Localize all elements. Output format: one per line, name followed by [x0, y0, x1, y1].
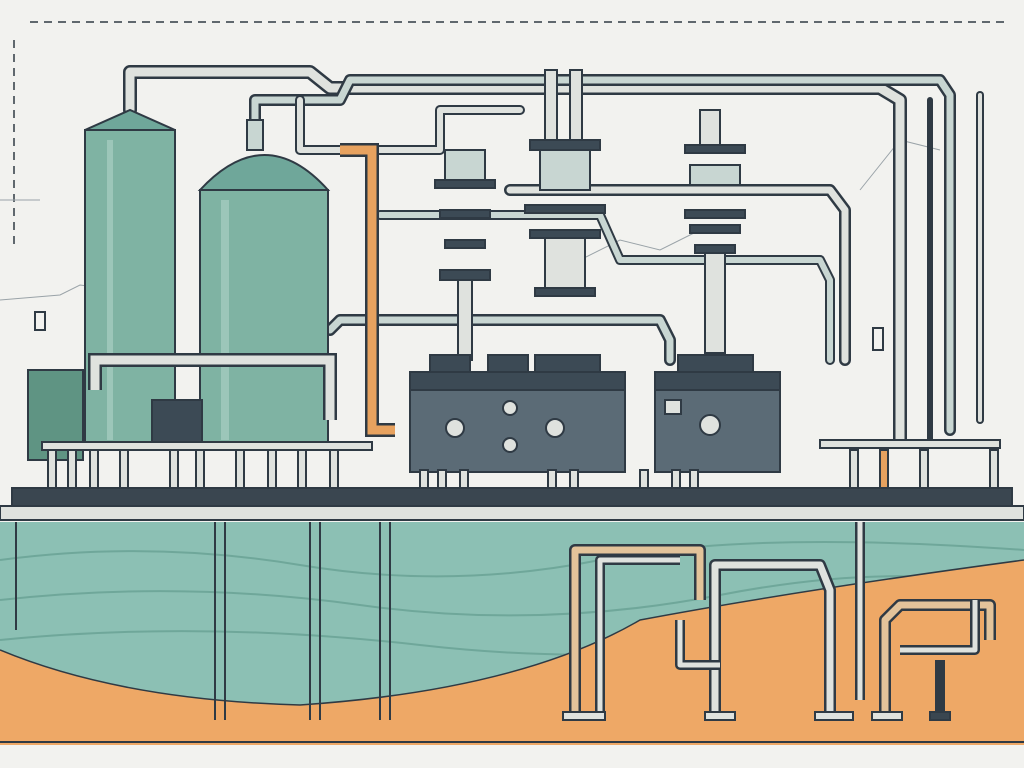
dashed-frame [13, 21, 1010, 250]
tank-header-pipe [88, 353, 337, 420]
pump-machines [409, 354, 781, 473]
upper-pipe-network [123, 65, 984, 447]
tank-tall [84, 108, 176, 451]
valve-columns [434, 69, 746, 361]
storage-tanks [27, 108, 331, 461]
orange-riser-pipe [340, 143, 395, 437]
catwalk-railing [41, 439, 1001, 451]
valve-column-right [684, 109, 746, 354]
underground-pipes [569, 522, 996, 715]
gauge-icon [545, 418, 565, 438]
well-shafts [15, 522, 391, 720]
pipe-feet [562, 711, 951, 721]
gauge-icon [502, 437, 518, 453]
gauge-icon [502, 400, 518, 416]
base-plinth [0, 487, 1024, 521]
gauge-icon [445, 418, 465, 438]
valve-column-middle [524, 69, 606, 297]
valve-column-left [434, 149, 496, 361]
gauge-icon [699, 414, 721, 436]
tank-dome [197, 119, 331, 451]
wall-indicators [34, 311, 884, 351]
pump-machine-left [409, 354, 626, 473]
pump-machine-right [654, 354, 781, 473]
